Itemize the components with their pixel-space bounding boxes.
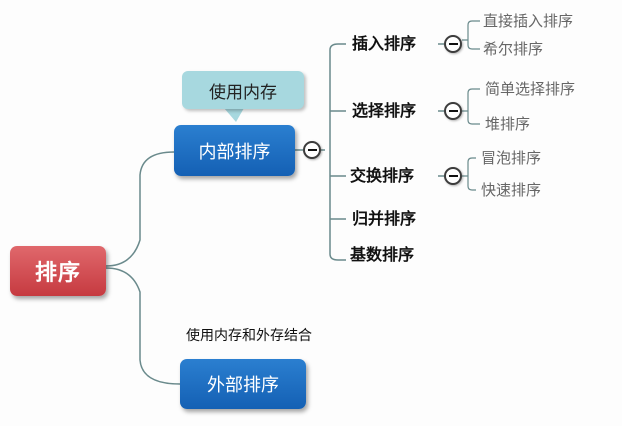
leaf-heap-sort[interactable]: 堆排序 <box>485 115 531 133</box>
note-memory-and-disk: 使用内存和外存结合 <box>186 328 312 344</box>
leaf-shell-sort[interactable]: 希尔排序 <box>483 40 544 58</box>
leaf-bubble-sort[interactable]: 冒泡排序 <box>481 149 542 167</box>
branch-internal-label: 内部排序 <box>198 141 271 163</box>
branch-node-external-sort[interactable]: 外部排序 <box>180 359 306 409</box>
connector-select-children <box>462 88 480 125</box>
collapse-selection-icon[interactable] <box>444 102 462 120</box>
category-radix-sort[interactable]: 基数排序 <box>350 245 415 264</box>
connector-category-trunk <box>319 43 346 261</box>
category-merge-sort[interactable]: 归并排序 <box>352 209 417 228</box>
branch-node-internal-sort[interactable]: 内部排序 <box>174 125 295 176</box>
connector-insert-children <box>462 20 480 50</box>
connector-root-internal <box>105 151 175 267</box>
branch-external-label: 外部排序 <box>207 375 279 396</box>
root-node-label: 排序 <box>34 261 81 286</box>
collapse-internal-icon[interactable] <box>303 141 321 159</box>
root-node-sorting[interactable]: 排序 <box>10 246 106 296</box>
category-exchange-sort[interactable]: 交换排序 <box>350 166 415 185</box>
callout-pointer <box>224 108 244 122</box>
callout-use-memory: 使用内存 <box>182 71 304 109</box>
leaf-straight-insertion-sort[interactable]: 直接插入排序 <box>483 12 574 30</box>
leaf-quick-sort[interactable]: 快速排序 <box>481 181 542 199</box>
category-selection-sort[interactable]: 选择排序 <box>352 101 417 120</box>
category-insertion-sort[interactable]: 插入排序 <box>352 34 417 53</box>
callout-label: 使用内存 <box>209 82 277 103</box>
connector-exchange-children <box>462 157 476 191</box>
collapse-exchange-icon[interactable] <box>444 167 462 185</box>
leaf-simple-selection-sort[interactable]: 简单选择排序 <box>485 80 576 98</box>
collapse-insertion-icon[interactable] <box>444 35 462 53</box>
connector-root-external <box>105 267 181 385</box>
